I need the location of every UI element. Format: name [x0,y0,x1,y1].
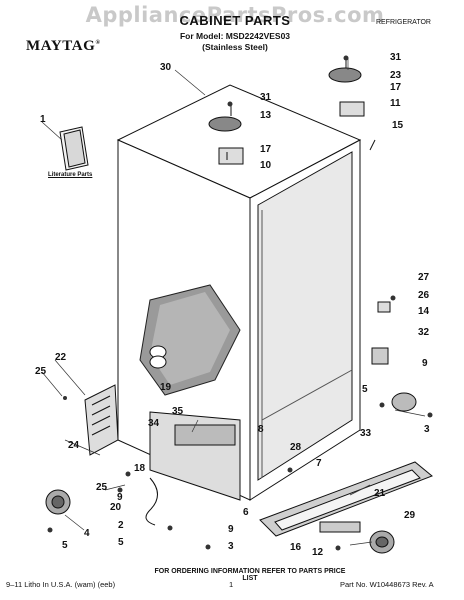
site-watermark: AppliancePartsPros.com [85,3,385,27]
literature-booklet [59,126,89,171]
callout: 34 [148,418,160,429]
callout: 25 [35,366,47,377]
kick-plate [259,461,433,537]
callout: 20 [110,502,122,513]
callout: 25 [96,482,108,493]
screw-markers [47,55,433,551]
callout: 19 [160,382,172,393]
lower-hinge-right [371,301,417,412]
callout: 21 [374,488,386,499]
callout: 9 [117,492,123,503]
callout: 24 [68,440,80,451]
brand-logo: MAYTAG® [26,38,101,55]
callout-labels: 30 31 23 17 11 31 13 15 1 17 10 27 26 14… [35,52,430,558]
callout: 3 [424,424,430,435]
callout: 6 [243,507,249,518]
callout: 13 [260,110,272,121]
rear-vent-panel [84,384,119,456]
callout: 17 [390,82,402,93]
callout: 12 [312,547,324,558]
callout: 16 [290,542,302,553]
callout: 11 [390,98,401,109]
page-title: CABINET PARTS [179,13,291,28]
top-hinge-right [328,58,376,151]
product-category: REFRIGERATOR [376,19,431,26]
callout: 33 [360,428,372,439]
callout: 30 [160,62,172,73]
callout: 31 [260,92,272,103]
callout: 29 [404,510,416,521]
callout: 3 [228,541,234,552]
cabinet-body [116,84,362,501]
callout: 5 [118,537,124,548]
part-number: Part No. W10448673 Rev. A [340,580,434,589]
base-grille-front [149,411,241,501]
leader-lines [41,58,426,546]
callout: 27 [418,272,430,283]
top-hinge-left [208,104,244,165]
callout: 15 [392,120,404,131]
callout: 26 [418,290,430,301]
callout: 17 [260,144,272,155]
callout: 31 [390,52,402,63]
registered-mark: ® [95,40,101,46]
callout: 14 [418,306,430,317]
callout: 23 [390,70,402,81]
rear-roller [45,489,71,515]
leveling-leg [319,521,361,533]
callout: 35 [172,406,184,417]
callout: 32 [418,327,430,338]
front-roller [369,530,395,554]
callout: 7 [316,458,322,469]
callout: 9 [228,524,234,535]
water-tube [145,477,158,526]
brand-name: MAYTAG [26,38,96,54]
model-variant: (Stainless Steel) [202,42,268,52]
callout: 8 [258,424,264,435]
callout: 22 [55,352,67,363]
callout: 28 [290,442,302,453]
litho-info: 9–11 Litho In U.S.A. (wam) (eeb) [6,580,116,589]
page-number: 1 [229,580,234,589]
callout: 5 [62,540,68,551]
callout: 4 [84,528,90,539]
callout: 9 [422,358,428,369]
ordering-note: FOR ORDERING INFORMATION REFER TO PARTS … [154,568,346,582]
callout: 5 [362,384,368,395]
callout: 2 [118,520,124,531]
literature-parts-label: Literature Parts [48,172,93,178]
water-valve [149,345,167,369]
callout: 18 [134,463,146,474]
callout: 10 [260,160,272,171]
model-number: For Model: MSD2242VES03 [179,31,291,41]
callout: 1 [40,114,46,125]
